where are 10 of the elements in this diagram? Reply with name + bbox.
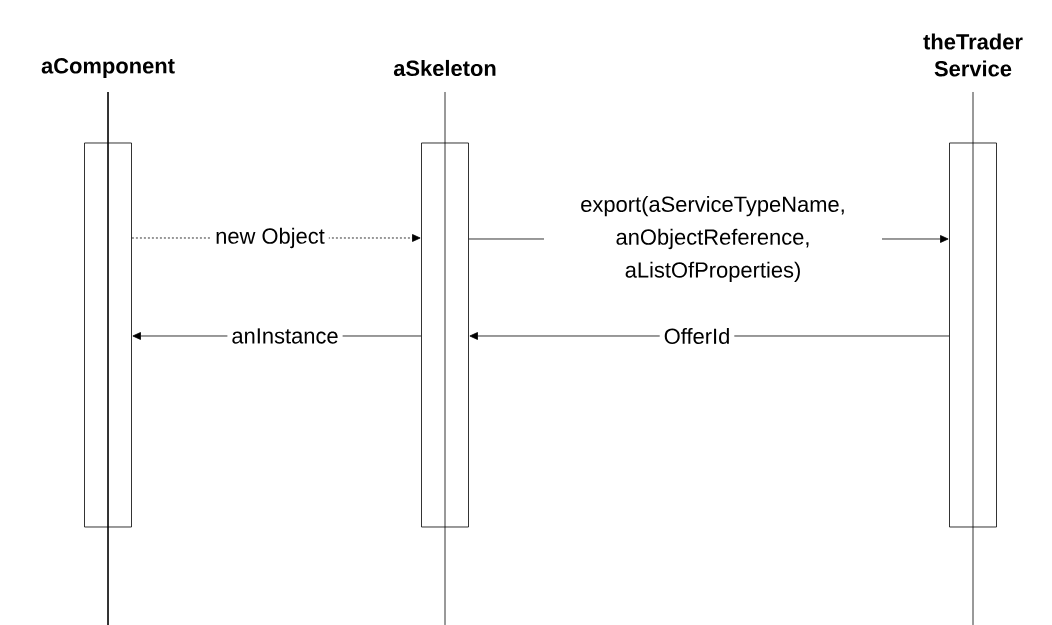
activation-bar — [949, 142, 997, 528]
message-label: export(aServiceTypeName, anObjectReference, aListOfProperties) — [544, 191, 882, 287]
activation-bar — [84, 142, 132, 528]
activation-bar — [421, 142, 469, 528]
message-label: new Object — [211, 223, 329, 253]
participant-name: theTrader Service — [923, 33, 1023, 77]
participant-name: aComponent — [41, 58, 175, 78]
message-label: OfferId — [659, 323, 735, 349]
participant-name: aSkeleton — [393, 59, 496, 77]
message-label: anInstance — [227, 324, 343, 348]
